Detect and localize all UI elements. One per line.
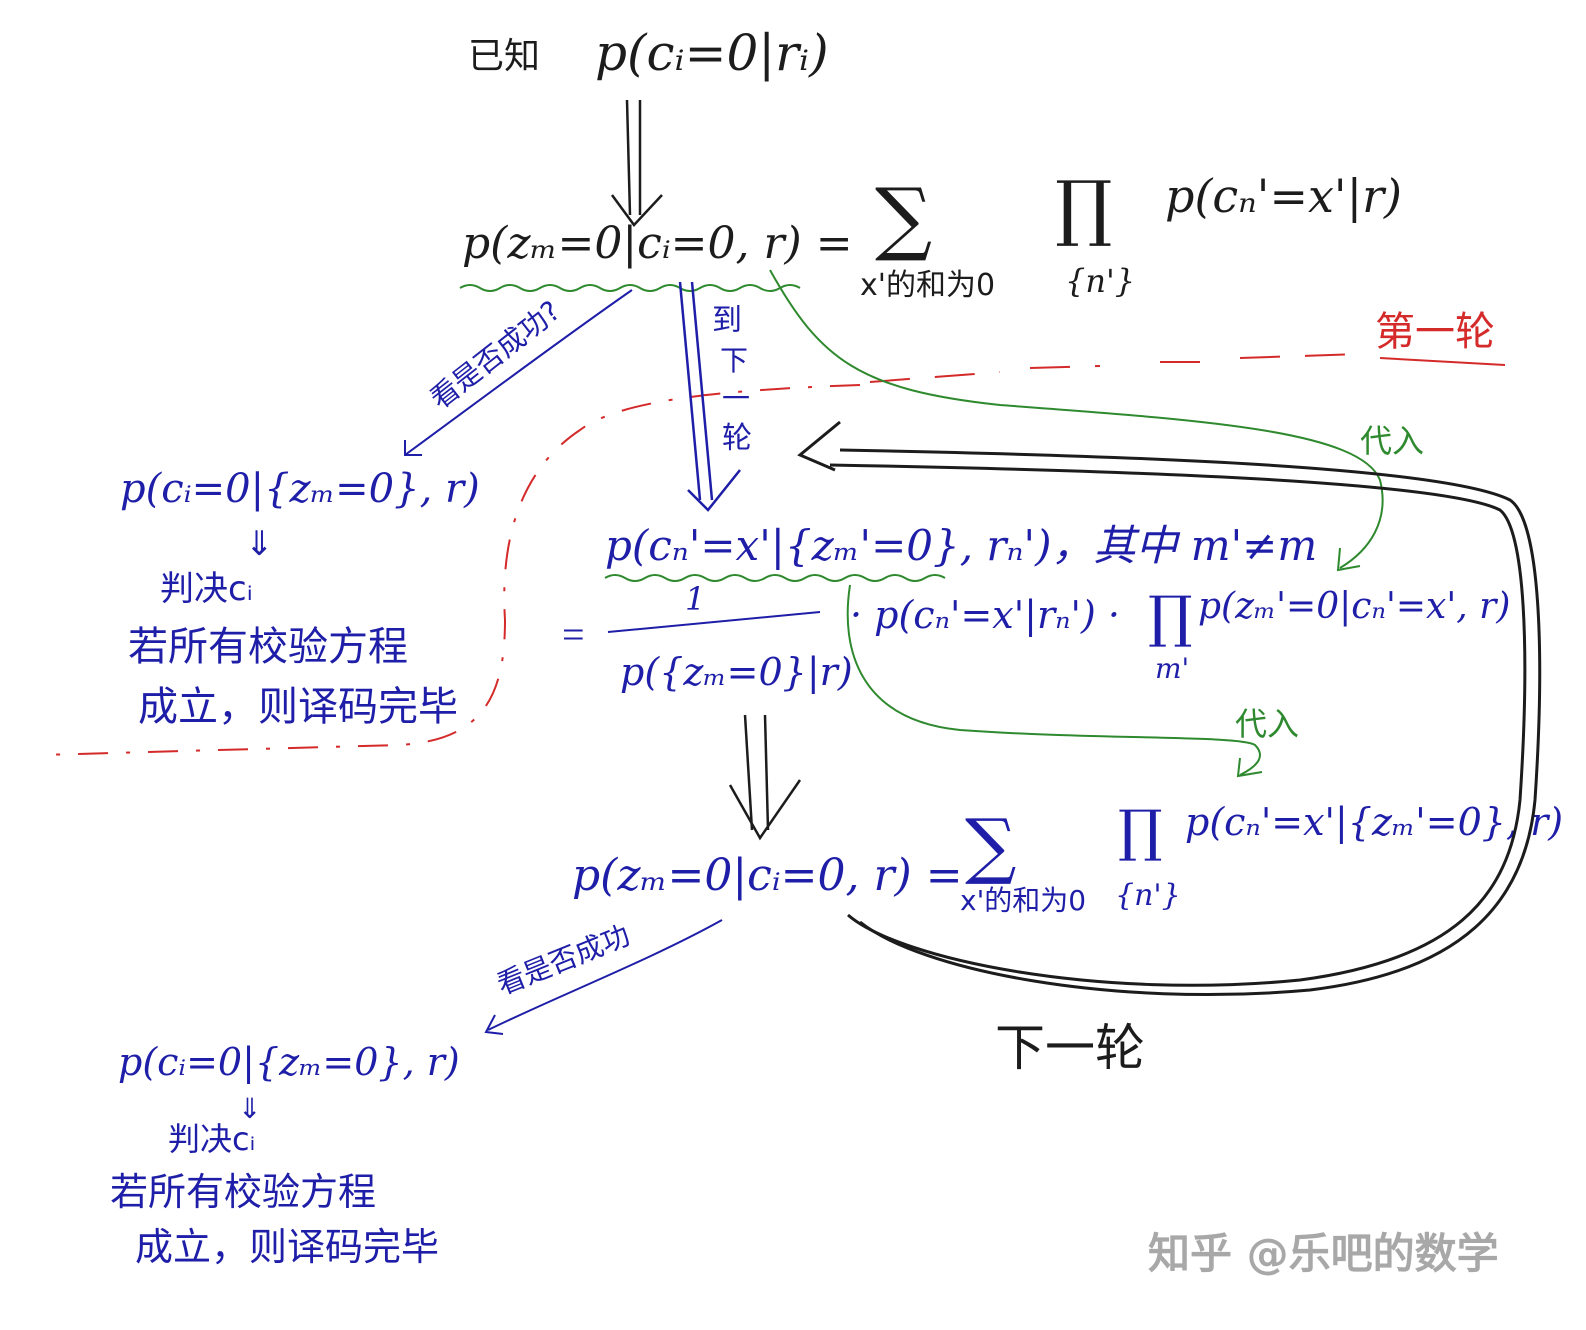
left1-line1: 若所有校验方程 bbox=[128, 624, 408, 670]
step3-sum-symbol: ∑ bbox=[965, 803, 1016, 887]
double-arrow-down-1 bbox=[610, 99, 663, 227]
fraction-bar bbox=[607, 611, 821, 633]
step2-numerator: 1 bbox=[685, 580, 705, 618]
sum-subscript: x'的和为0 bbox=[860, 268, 995, 303]
step1-lhs: p(zₘ=0|cᵢ=0, r) = bbox=[462, 218, 853, 269]
green-wavy-underline-2 bbox=[604, 574, 946, 582]
check-success-label-1: 看是否成功? bbox=[424, 294, 566, 415]
next-round-label: 下一轮 bbox=[995, 1019, 1145, 1077]
step1-rhs: p(cₙ'=x'|r) bbox=[1165, 169, 1402, 223]
to-next-round-char-3: 一 bbox=[722, 382, 750, 415]
green-substitute-arrow-2 bbox=[846, 584, 1263, 778]
red-dashed-boundary bbox=[39, 384, 861, 756]
step2-product-symbol: ∏ bbox=[1148, 585, 1193, 650]
to-next-round-char-1: 到 bbox=[712, 303, 742, 338]
watermark: 知乎 @乐吧的数学 bbox=[1148, 1229, 1499, 1278]
left2-expression: p(cᵢ=0|{zₘ=0}, r) bbox=[118, 1040, 460, 1084]
left2-line2: 成立，则译码完毕 bbox=[135, 1225, 439, 1269]
step2-equals: = bbox=[562, 612, 585, 657]
step2-rhs2: p(zₘ'=0|cₙ'=x', r) bbox=[1198, 586, 1510, 627]
to-next-round-char-2: 下 bbox=[720, 344, 748, 377]
substitute-label-1: 代入 bbox=[1360, 422, 1424, 460]
left1-decide: 判决cᵢ bbox=[160, 569, 253, 609]
left1-double-arrow: ⇓ bbox=[245, 526, 274, 563]
left2-double-arrow: ⇓ bbox=[238, 1094, 261, 1125]
product-symbol: ∏ bbox=[1055, 165, 1112, 249]
step3-product-symbol: ∏ bbox=[1118, 799, 1163, 864]
step2-rhs: · p(cₙ'=x'|rₙ') · bbox=[850, 593, 1120, 637]
double-arrow-to-next-round bbox=[678, 281, 741, 512]
red-dashed-line-top bbox=[869, 353, 1361, 383]
to-next-round-char-4: 轮 bbox=[722, 421, 752, 456]
known-label: 已知 bbox=[468, 36, 540, 77]
step3-sum-subscript: x'的和为0 bbox=[960, 884, 1086, 917]
step2-lhs: p(cₙ'=x'|{zₘ'=0}, rₙ')，其中 m'≠m bbox=[605, 521, 1317, 570]
round1-label: 第一轮 bbox=[1375, 309, 1495, 355]
left1-expression: p(cᵢ=0|{zₘ=0}, r) bbox=[120, 466, 480, 512]
left1-line2: 成立，则译码完毕 bbox=[138, 684, 458, 730]
red-line-right bbox=[1379, 357, 1506, 366]
green-wavy-underline-1 bbox=[459, 284, 801, 292]
left2-decide: 判决cᵢ bbox=[168, 1120, 255, 1158]
next-round-loop-arrow bbox=[797, 420, 1542, 997]
product-subscript: {n'} bbox=[1065, 262, 1135, 300]
sum-symbol: ∑ bbox=[875, 171, 932, 264]
check-success-label-2: 看是否成功 bbox=[492, 918, 634, 1001]
substitute-label-2: 代入 bbox=[1235, 705, 1299, 743]
step2-product-subscript: m' bbox=[1155, 652, 1189, 685]
step3-product-subscript: {n'} bbox=[1115, 878, 1181, 913]
step2-denominator: p({zₘ=0}|r) bbox=[620, 650, 853, 694]
step3-rhs: p(cₙ'=x'|{zₘ'=0}, r) bbox=[1185, 800, 1563, 844]
known-expression: p(cᵢ=0|rᵢ) bbox=[595, 24, 829, 82]
arrow-check-success-1 bbox=[404, 289, 633, 456]
step3-lhs: p(zₘ=0|cᵢ=0, r) = bbox=[572, 850, 963, 901]
arrow-check-success-2 bbox=[484, 919, 723, 1035]
green-substitute-arrow-1 bbox=[769, 269, 1384, 572]
double-arrow-down-2 bbox=[728, 714, 802, 841]
left2-line1: 若所有校验方程 bbox=[110, 1170, 376, 1214]
